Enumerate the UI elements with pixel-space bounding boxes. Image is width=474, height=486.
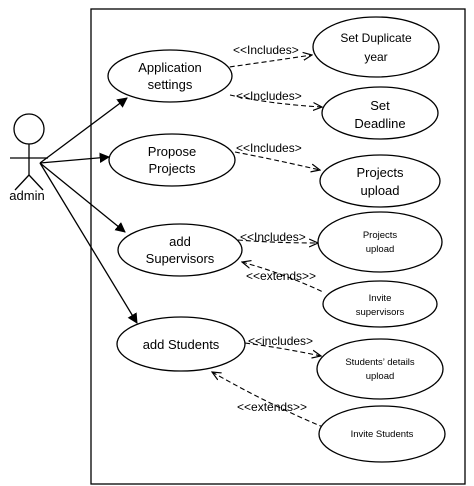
svg-text:settings: settings: [148, 77, 193, 92]
assoc-add-supervisors: [39, 162, 126, 233]
admin-actor: admin: [9, 113, 48, 203]
label-stu-details: <<includes>: [248, 334, 313, 348]
stick-figure-icon: [10, 113, 48, 191]
svg-text:year: year: [364, 50, 387, 64]
label-sup-invite: <<extends>>: [246, 269, 316, 283]
svg-text:supervisors: supervisors: [356, 307, 405, 318]
use-case-students-details-upload: Students’ details upload: [316, 338, 444, 400]
svg-text:Projects: Projects: [357, 165, 404, 180]
use-case-application-settings: Application settings: [107, 49, 233, 103]
svg-text:Application: Application: [138, 60, 202, 75]
dep-sup-invite: [242, 262, 324, 293]
label-propose-upload: <<Includes>: [236, 141, 302, 155]
svg-text:Set: Set: [370, 98, 390, 113]
label-app-deadline: <<Includes>: [236, 89, 302, 103]
use-case-set-deadline: Set Deadline: [321, 86, 439, 140]
dep-stu-invite: [212, 372, 324, 428]
svg-text:Projects: Projects: [149, 161, 196, 176]
svg-text:Invite Students: Invite Students: [351, 429, 414, 440]
svg-text:upload: upload: [366, 371, 395, 382]
svg-text:Supervisors: Supervisors: [146, 251, 215, 266]
use-case-invite-students: Invite Students: [318, 405, 446, 463]
svg-text:Invite: Invite: [369, 293, 392, 304]
dep-propose-upload: [234, 151, 320, 170]
dep-app-deadline: [229, 94, 322, 107]
svg-text:Projects: Projects: [363, 230, 398, 241]
label-sup-upload: <<Includes>: [240, 230, 306, 244]
label-stu-invite: <<extends>>: [237, 400, 307, 414]
svg-text:Students’ details: Students’ details: [345, 357, 415, 368]
use-case-propose-projects: Propose Projects: [108, 133, 236, 187]
assoc-add-students: [39, 162, 138, 324]
svg-text:Deadline: Deadline: [354, 116, 405, 131]
use-case-projects-upload-1: Projects upload: [319, 154, 441, 208]
use-case-projects-upload-2: Projects upload: [317, 211, 443, 273]
actor-label: admin: [9, 188, 44, 203]
svg-text:add Students: add Students: [143, 337, 220, 352]
label-app-dup: <<Includes>: [233, 43, 299, 57]
assoc-application-settings: [39, 97, 128, 164]
svg-text:upload: upload: [360, 183, 399, 198]
svg-text:Set Duplicate: Set Duplicate: [340, 31, 412, 45]
dep-sup-upload: [237, 240, 318, 243]
assoc-propose-projects: [39, 152, 111, 164]
use-case-set-duplicate-year: Set Duplicate year: [312, 16, 440, 78]
use-case-add-supervisors: add Supervisors: [117, 223, 243, 277]
use-case-add-students: add Students: [116, 316, 246, 372]
dep-app-dup: [221, 55, 312, 69]
svg-text:upload: upload: [366, 244, 395, 255]
svg-text:add: add: [169, 234, 191, 249]
use-case-invite-supervisors: Invite supervisors: [322, 280, 438, 328]
svg-text:Propose: Propose: [148, 144, 196, 159]
